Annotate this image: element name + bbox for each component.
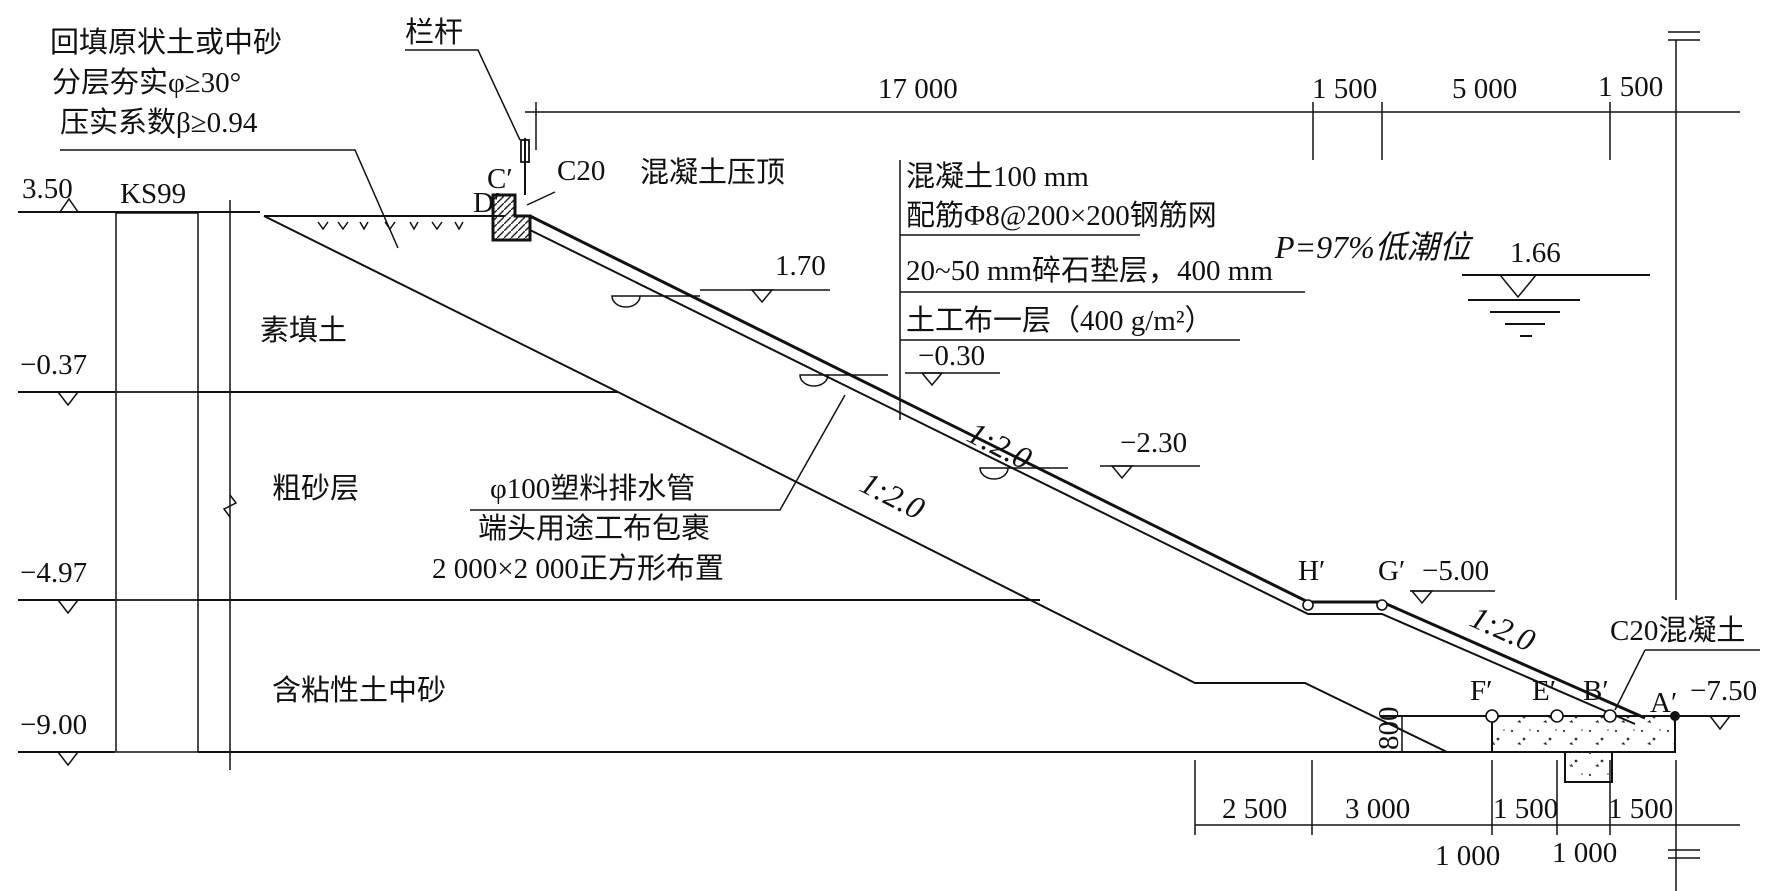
dim-bottom-6: 1 000 [1552,837,1617,869]
level-l2: −4.97 [20,557,87,589]
level-l3: −9.00 [20,709,87,741]
level-slope-a: 1.70 [775,250,826,282]
point-b-label: B′ [1583,675,1609,707]
backfill-marks [317,221,464,231]
layer-fill: 素填土 [260,314,347,347]
dim-top-4: 1 500 [1598,71,1663,103]
railing-leader [405,49,521,141]
lining-spec-4: 土工布一层（400 g/m²） [906,304,1214,337]
revetment-face-inner [529,229,1636,725]
dim-bottom-5: 1 000 [1435,840,1500,872]
dimension-chain-top: 17 000 1 500 5 000 1 500 [525,31,1740,600]
dim-bottom-2: 3 000 [1345,793,1410,825]
dim-bottom-1: 2 500 [1222,793,1287,825]
backfill-note-line1: 回填原状土或中砂 [50,26,282,59]
layer-clay-sand: 含粘性土中砂 [272,674,446,707]
water-label: P=97%低潮位 [1274,229,1474,265]
point-a-label: A′ [1650,687,1677,719]
borehole-column: KS99 [115,178,199,753]
toe-concrete-leader [1614,649,1646,711]
level-water: 1.66 [1510,237,1561,269]
point-a-marker [1670,711,1680,721]
point-g-label: G′ [1378,555,1405,587]
crest-name: 混凝土压顶 [640,156,785,189]
level-toe: −7.50 [1690,675,1757,707]
toe-concrete-label: C20混凝土 [1610,614,1745,647]
borehole-clay-sand-layer [115,599,199,753]
dim-bottom-3: 1 500 [1493,793,1558,825]
borehole-fill-layer [115,212,199,393]
elevation-markers-left: 3.50 −0.37 −4.97 −9.00 [18,173,260,767]
dim-top-2: 1 500 [1312,73,1377,105]
level-berm: −5.00 [1422,555,1489,587]
axis-break-symbol [222,494,238,518]
drain-spec-1: φ100塑料排水管 [490,472,695,505]
level-slope-c: −2.30 [1120,427,1187,459]
drain-pipes [611,295,1068,480]
crest-coping-block [491,193,532,242]
lining-spec-2: 配筋Φ8@200×200钢筋网 [906,199,1217,232]
point-g-marker [1376,599,1388,611]
backfill-note-line3: 压实系数β≥0.94 [60,106,258,139]
layer-coarse-sand: 粗砂层 [272,472,359,505]
excavation-slope-upper [263,215,619,393]
backfill-note-leader [60,149,399,249]
crest-leader [526,191,556,206]
point-d-label: D′ [473,187,500,219]
toe-structure: −7.50 C20混凝土 800 [1302,599,1760,783]
point-f-label: F′ [1470,675,1492,707]
drain-callout: φ100塑料排水管 端头用途工布包裹 2 000×2 000正方形布置 [432,394,846,585]
lining-spec-1: 混凝土100 mm [906,160,1089,193]
dimension-chain-bottom: 2 500 3 000 1 500 1 500 1 000 1 000 [1194,760,1740,891]
lining-spec-3: 20~50 mm碎石垫层，400 mm [906,254,1273,287]
railing-cap [520,139,530,163]
level-l1: −0.37 [20,349,87,381]
lining-callout: 混凝土100 mm 配筋Φ8@200×200钢筋网 20~50 mm碎石垫层，4… [899,160,1305,420]
dim-top-3: 5 000 [1452,73,1517,105]
drain-spec-3: 2 000×2 000正方形布置 [432,552,724,585]
point-e-label: E′ [1532,675,1556,707]
crest-grade: C20 [557,155,605,187]
level-top: 3.50 [22,173,73,205]
slope-upper-label: 1:2.0 [962,414,1038,476]
railing-label: 栏杆 [405,16,463,49]
point-h-label: H′ [1298,555,1325,587]
point-e-marker [1550,709,1564,723]
borehole-sand-layer [115,391,199,601]
slope-level-marks: 1.70 −0.30 −2.30 −5.00 [700,250,1495,605]
slope-lower-label: 1:2.0 [1465,599,1541,659]
drain-spec-2: 端头用途工布包裹 [478,512,710,545]
excavation-slope-lower [617,391,1448,753]
dim-top-1: 17 000 [878,73,958,105]
point-c-label: C′ [487,163,513,195]
revetment-face-outer [529,214,1646,720]
toe-height-label: 800 [1373,707,1405,751]
point-f-marker [1485,709,1499,723]
borehole-name: KS99 [120,178,186,210]
point-h-marker [1302,599,1314,611]
point-b-marker [1603,709,1617,723]
low-tide-marker: 1.66 P=97%低潮位 [1274,229,1650,337]
level-slope-b: −0.30 [918,340,985,372]
dim-bottom-4: 1 500 [1608,793,1673,825]
backfill-note-line2: 分层夯实φ≥30° [52,66,241,99]
